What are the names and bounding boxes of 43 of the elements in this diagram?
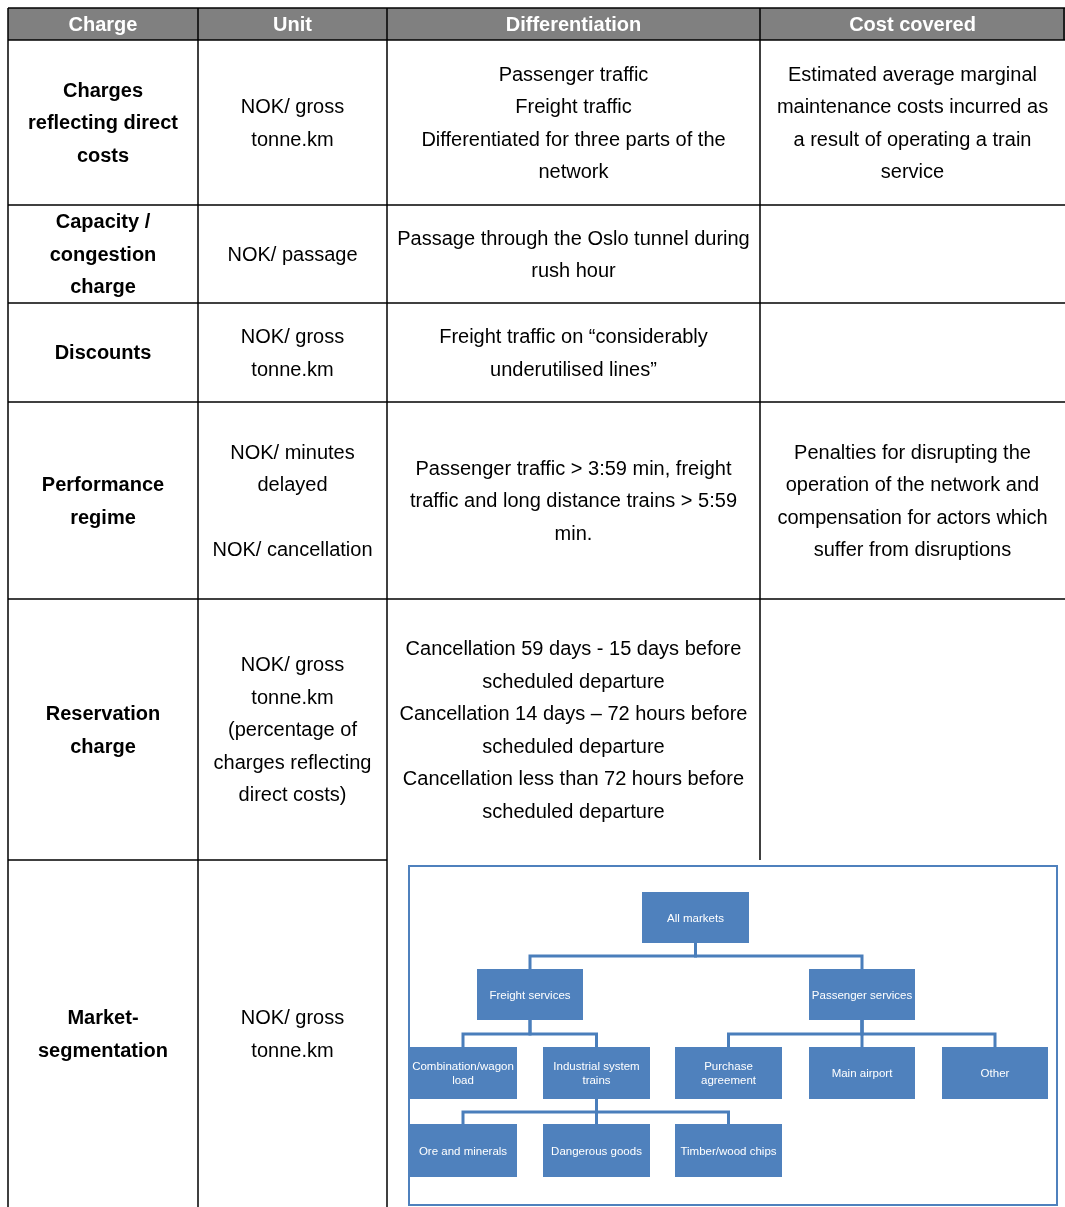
org-box: Dangerous goods (543, 1124, 650, 1177)
org-box: Freight services (477, 969, 583, 1020)
row-header: Market-segmentation (37, 1005, 169, 1063)
cell-text: Freight traffic (515, 94, 632, 119)
row-header: Performance regime (40, 472, 166, 530)
cell-text: NOK/ gross tonne.km (239, 1005, 346, 1063)
cell-text: Passage through the Oslo tunnel during rush hour (397, 225, 750, 283)
cell-text: NOK/ gross tonne.km (239, 94, 346, 152)
row-header: Charges reflecting direct costs (26, 77, 179, 168)
cell-text: NOK/ gross tonne.km (239, 324, 346, 382)
cell-text: NOK/ gross tonne.km (percentage of charges reflecting direct costs) (212, 652, 373, 808)
cell-text: Differentiated for three parts of the network (420, 126, 727, 184)
org-box: Main airport (809, 1047, 915, 1099)
connector-line (528, 1020, 598, 1047)
column-header: Differentiation (505, 11, 642, 37)
cell-text: Passenger traffic (498, 61, 649, 87)
row-header: Reservation charge (44, 701, 162, 759)
org-box: Purchase agreement (675, 1047, 782, 1099)
column-header: Unit (273, 11, 312, 37)
cell-text: Freight traffic on “considerably underutilised lines” (438, 324, 709, 382)
org-box: Other (942, 1047, 1048, 1099)
row-header: Capacity / congestion charge (48, 209, 158, 300)
cell-text: Cancellation less than 72 hours before scheduled departure (401, 766, 746, 824)
cell-text: Estimated average marginal maintenance costs incurred as a result of operating a train service (775, 61, 1050, 184)
org-box: Timber/wood chips (675, 1124, 782, 1177)
cell-text: Penalties for disrupting the operation of the network and compensation for actors which suffer from disruptions (776, 439, 1049, 562)
connector-line (860, 1020, 997, 1047)
org-box: Passenger services (809, 969, 915, 1020)
connector-line (595, 1099, 730, 1124)
org-box: Industrial system trains (543, 1047, 650, 1099)
cell-text: NOK/ cancellation (212, 536, 373, 562)
row-header: Discounts (54, 340, 152, 366)
cell-text: Cancellation 14 days – 72 hours before scheduled departure (398, 701, 749, 759)
org-box: Ore and minerals (409, 1124, 517, 1177)
org-box: Combination/wagon load (409, 1047, 517, 1099)
cell-text: Cancellation 59 days - 15 days before scheduled departure (404, 636, 743, 694)
cell-text: NOK/ minutes delayed (229, 439, 356, 498)
org-box: All markets (642, 892, 749, 943)
column-header: Charge (68, 11, 138, 37)
connector-line (694, 943, 864, 969)
cell-text: NOK/ passage (227, 241, 358, 267)
cell-text: Passenger traffic > 3:59 min, freight traffic and long distance trains > 5:59 min. (408, 455, 739, 546)
column-header: Cost covered (849, 11, 976, 37)
